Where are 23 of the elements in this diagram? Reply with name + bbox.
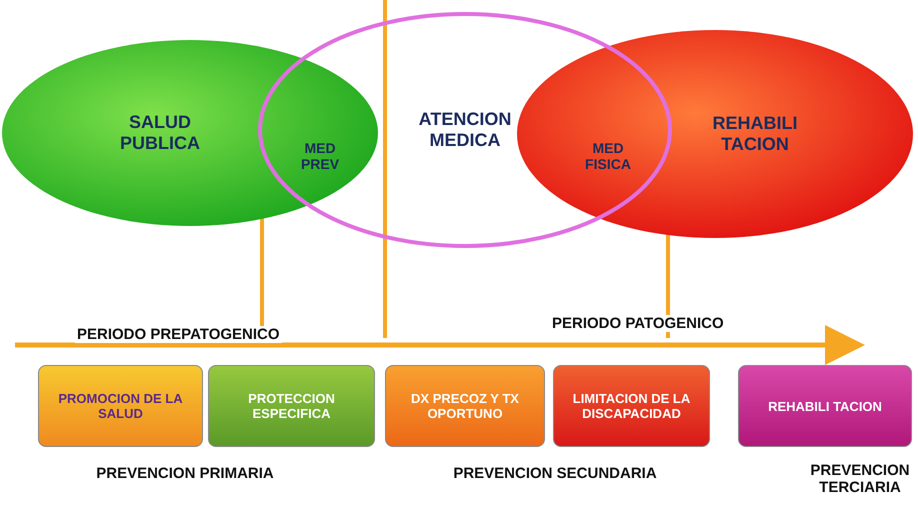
ellipse-region: [258, 12, 672, 248]
stage-box: [738, 365, 912, 447]
ellipse-region: [515, 28, 915, 240]
text-label: PREVENCION SECUNDARIA: [452, 465, 658, 482]
ellipse-region: [0, 38, 380, 228]
text-label: MED FISICA: [584, 140, 632, 172]
box-label: LIMITACION DE LA DISCAPACIDAD: [572, 391, 692, 421]
stage-box: [38, 365, 203, 447]
ellipse-label: SALUD PUBLICA: [119, 112, 201, 154]
box-label: PROTECCION ESPECIFICA: [247, 391, 336, 421]
box-label: REHABILI TACION: [768, 398, 882, 414]
box-label: PROMOCION DE LA SALUD: [57, 391, 184, 421]
stage-box: [385, 365, 545, 447]
text-label: MED PREV: [300, 140, 340, 172]
stage-box: [208, 365, 375, 447]
text-label: PREVENCION PRIMARIA: [95, 465, 275, 482]
box-label: DX PRECOZ Y TX OPORTUNO: [410, 391, 520, 421]
text-label: PERIODO PREPATOGENICO: [75, 326, 282, 343]
stage-box: [553, 365, 710, 447]
ellipse-label: REHABILI TACION: [712, 113, 798, 155]
ellipse-label: ATENCION MEDICA: [418, 109, 512, 151]
text-label: PREVENCION TERCIARIA: [809, 462, 911, 496]
text-label: PERIODO PATOGENICO: [550, 315, 726, 332]
